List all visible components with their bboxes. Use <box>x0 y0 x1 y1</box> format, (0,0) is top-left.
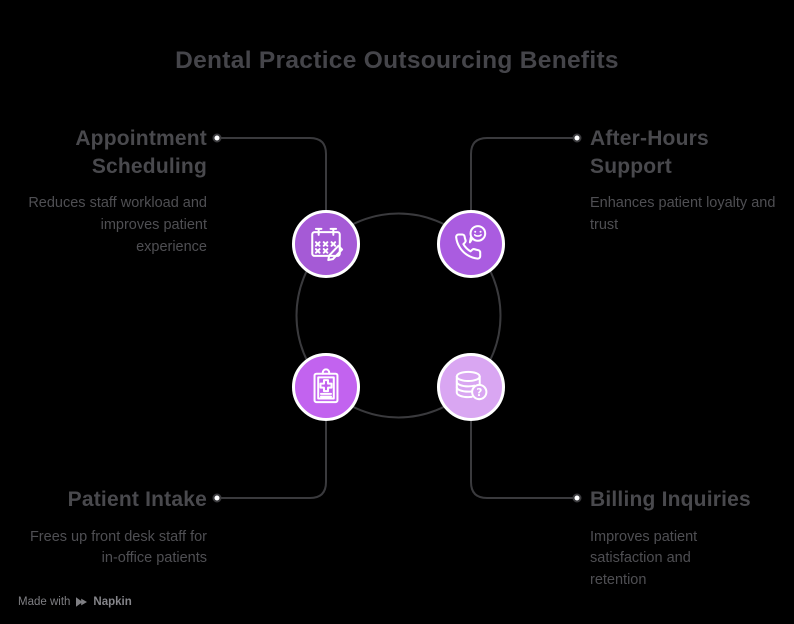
connector-dot-top-right <box>572 133 582 143</box>
connector-bottom-right <box>470 420 573 499</box>
connector-top-right <box>470 137 573 211</box>
phone-chat-smiley-icon <box>455 225 487 260</box>
connector-dot-top-left <box>212 133 222 143</box>
section-after-hours-support: After-Hours Support Enhances patient loy… <box>590 125 776 237</box>
page-title: Dental Practice Outsourcing Benefits <box>175 47 619 74</box>
connector-bottom-left <box>221 420 327 499</box>
appointment-scheduling-badge <box>292 210 360 278</box>
svg-text:?: ? <box>476 387 482 399</box>
made-with-napkin-watermark: Made with Napkin <box>18 596 132 608</box>
watermark-prefix: Made with <box>18 596 71 608</box>
section-heading: Appointment Scheduling <box>75 127 207 178</box>
section-description: Frees up front desk staff for in-office … <box>29 528 207 567</box>
watermark-brand: Napkin <box>93 596 132 608</box>
section-description: Improves patient satisfaction and retent… <box>590 528 698 589</box>
section-heading: After-Hours Support <box>590 127 709 178</box>
after-hours-support-badge <box>437 210 505 278</box>
database-question-icon: ? <box>455 370 488 401</box>
connector-dot-bottom-right <box>572 493 582 503</box>
calendar-pencil-icon <box>311 227 344 262</box>
section-heading: Patient Intake <box>67 488 207 511</box>
clipboard-medical-cross-icon <box>313 368 339 404</box>
section-description: Enhances patient loyalty and trust <box>590 195 776 234</box>
connector-dot-bottom-left <box>212 493 222 503</box>
connector-top-left <box>221 137 327 211</box>
section-appointment-scheduling: Appointment Scheduling Reduces staff wor… <box>27 125 207 259</box>
section-patient-intake: Patient Intake Frees up front desk staff… <box>22 486 207 570</box>
section-heading: Billing Inquiries <box>590 488 751 511</box>
billing-inquiries-badge: ? <box>437 353 505 421</box>
section-billing-inquiries: Billing Inquiries Improves patient satis… <box>590 486 770 592</box>
section-description: Reduces staff workload and improves pati… <box>28 195 207 255</box>
napkin-logo-icon <box>76 597 88 607</box>
patient-intake-badge <box>292 353 360 421</box>
center-circle <box>295 212 502 419</box>
